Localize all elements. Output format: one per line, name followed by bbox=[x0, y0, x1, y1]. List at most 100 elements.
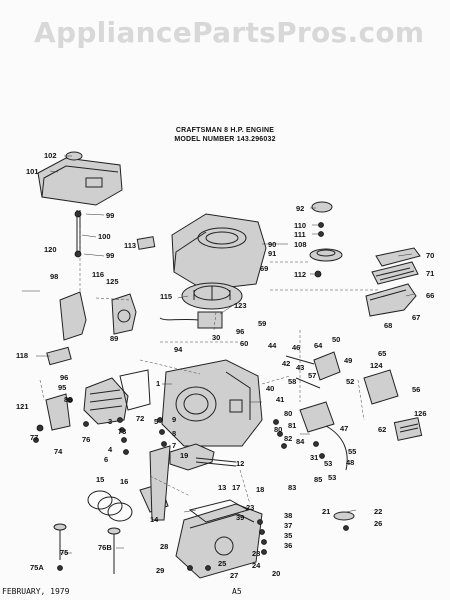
callout-35: 35 bbox=[284, 531, 292, 540]
callout-86: 86 bbox=[64, 395, 72, 404]
callout-96b: 96 bbox=[60, 373, 68, 382]
callout-85: 85 bbox=[314, 475, 322, 484]
callout-17: 17 bbox=[232, 483, 240, 492]
callout-19: 19 bbox=[180, 451, 188, 460]
callout-115: 115 bbox=[160, 292, 172, 301]
callout-44: 44 bbox=[268, 341, 277, 350]
callout-108: 108 bbox=[294, 240, 307, 249]
callout-75: 75 bbox=[60, 548, 68, 557]
callout-80b: 80 bbox=[274, 425, 282, 434]
callout-65: 65 bbox=[378, 349, 386, 358]
callout-9: 9 bbox=[172, 415, 176, 424]
callout-73: 73 bbox=[118, 427, 126, 436]
callout-125: 125 bbox=[106, 277, 119, 286]
callout-66: 66 bbox=[426, 291, 434, 300]
callout-62: 62 bbox=[378, 425, 386, 434]
callout-71: 71 bbox=[426, 269, 434, 278]
linkage-fuel-pump-drawing bbox=[285, 351, 423, 471]
callout-14: 14 bbox=[150, 515, 159, 524]
callout-76B: 76B bbox=[98, 543, 112, 552]
callout-100: 100 bbox=[98, 232, 111, 241]
callout-6: 6 bbox=[104, 455, 108, 464]
callout-67: 67 bbox=[412, 313, 420, 322]
callout-13: 13 bbox=[218, 483, 226, 492]
air-cleaner-drawing bbox=[365, 247, 421, 317]
callout-118: 118 bbox=[16, 351, 28, 360]
callout-94: 94 bbox=[174, 345, 183, 354]
callout-leader-lines bbox=[22, 155, 415, 554]
callout-91: 91 bbox=[268, 249, 276, 258]
callout-25: 25 bbox=[218, 559, 226, 568]
callout-82: 82 bbox=[284, 434, 292, 443]
callout-36: 36 bbox=[284, 541, 292, 550]
engine-block-drawing bbox=[161, 359, 263, 447]
callout-59: 59 bbox=[258, 319, 266, 328]
callout-84: 84 bbox=[296, 437, 305, 446]
page-code: A5 bbox=[232, 587, 242, 596]
callout-68: 68 bbox=[384, 321, 392, 330]
diagram-title: CRAFTSMAN 8 H.P. ENGINE bbox=[175, 127, 275, 134]
callout-26: 26 bbox=[374, 519, 382, 528]
blower-housing-drawing bbox=[136, 213, 267, 291]
publication-date: FEBRUARY, 1979 bbox=[2, 587, 70, 596]
callout-69: 69 bbox=[260, 264, 268, 273]
callout-20: 20 bbox=[272, 569, 280, 578]
callout-72: 72 bbox=[136, 414, 144, 423]
callout-64: 64 bbox=[314, 341, 323, 350]
callout-3: 3 bbox=[108, 417, 112, 426]
callout-101: 101 bbox=[26, 167, 39, 176]
callout-21: 21 bbox=[322, 507, 330, 516]
callout-55: 55 bbox=[348, 447, 356, 456]
callout-43: 43 bbox=[296, 363, 304, 372]
callout-48: 48 bbox=[346, 458, 354, 467]
callout-98: 98 bbox=[50, 272, 58, 281]
callout-40: 40 bbox=[266, 384, 274, 393]
callout-56: 56 bbox=[412, 385, 420, 394]
callout-16: 16 bbox=[120, 477, 128, 486]
callout-89: 89 bbox=[110, 334, 118, 343]
callout-52: 52 bbox=[346, 377, 354, 386]
callout-38: 38 bbox=[284, 511, 292, 520]
crankshaft-drawing bbox=[169, 443, 237, 471]
callout-113: 113 bbox=[124, 241, 136, 250]
callout-116: 116 bbox=[92, 270, 104, 279]
callout-95: 95 bbox=[58, 383, 66, 392]
callout-111: 111 bbox=[294, 230, 306, 239]
callout-41: 41 bbox=[276, 395, 284, 404]
callout-4: 4 bbox=[108, 445, 113, 454]
callout-37: 37 bbox=[284, 521, 292, 530]
callout-90: 90 bbox=[268, 240, 276, 249]
callout-110: 110 bbox=[294, 221, 306, 230]
callout-1: 1 bbox=[156, 379, 160, 388]
callout-102: 102 bbox=[44, 151, 57, 160]
callout-120: 120 bbox=[44, 245, 57, 254]
carburetor-bracket-drawing bbox=[46, 291, 137, 366]
callout-31: 31 bbox=[310, 453, 318, 462]
callout-75A: 75A bbox=[30, 563, 44, 572]
flywheel-drawing bbox=[181, 282, 243, 310]
callout-126: 126 bbox=[414, 409, 427, 418]
callout-99b: 99 bbox=[106, 251, 114, 260]
callout-123: 123 bbox=[234, 301, 247, 310]
callout-83: 83 bbox=[288, 483, 296, 492]
callout-24: 24 bbox=[252, 561, 261, 570]
callout-30: 30 bbox=[212, 333, 220, 342]
small-hardware-drawing bbox=[33, 397, 355, 571]
callout-50: 50 bbox=[332, 335, 340, 344]
callout-22: 22 bbox=[374, 507, 382, 516]
callout-42: 42 bbox=[282, 359, 290, 368]
callout-29: 29 bbox=[156, 566, 164, 575]
fuel-line-drawing bbox=[74, 210, 82, 258]
callout-labels: 102 101 99 100 99 92 110 111 108 90 91 6… bbox=[16, 151, 434, 580]
callout-5: 5 bbox=[154, 417, 158, 426]
valves-drawing bbox=[53, 523, 121, 574]
model-number: MODEL NUMBER 143.296032 bbox=[174, 136, 276, 143]
sump-drawing bbox=[175, 499, 263, 579]
callout-57: 57 bbox=[308, 371, 316, 380]
callout-99: 99 bbox=[106, 211, 114, 220]
callout-12: 12 bbox=[236, 459, 244, 468]
callout-70: 70 bbox=[426, 251, 434, 260]
callout-96: 96 bbox=[236, 327, 244, 336]
